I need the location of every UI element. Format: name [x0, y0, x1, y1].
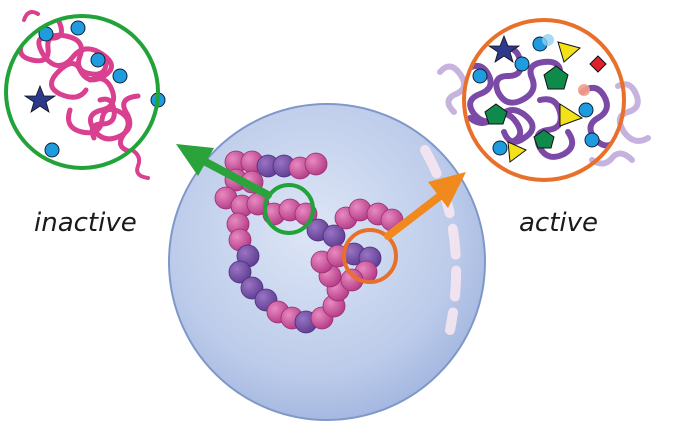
active-inset	[437, 18, 651, 182]
triangle-icon	[507, 141, 527, 163]
dot-icon	[542, 34, 554, 46]
dot-icon	[578, 102, 594, 118]
dot-icon	[44, 142, 60, 158]
orange-arrow	[384, 172, 466, 240]
diamond-icon	[589, 55, 607, 73]
active-label: active	[519, 208, 599, 238]
nucleosome-bead	[304, 152, 328, 176]
dot-icon	[70, 20, 86, 36]
inactive-region-ring	[263, 183, 315, 235]
inactive-inset	[4, 10, 166, 180]
green-arrow	[176, 144, 272, 199]
dot-icon	[584, 132, 600, 148]
dot-icon	[492, 140, 508, 156]
pentagon-icon	[484, 103, 508, 125]
pentagon-icon	[533, 129, 555, 149]
nucleosome-bead	[228, 260, 252, 284]
pentagon-icon	[543, 65, 569, 90]
active-region-ring	[342, 228, 398, 284]
dot-icon	[578, 84, 590, 96]
dot-icon	[112, 68, 128, 84]
star-icon	[23, 84, 57, 113]
dot-icon	[90, 52, 106, 68]
dot-icon	[514, 56, 530, 72]
dot-icon	[472, 68, 488, 84]
star-icon	[487, 34, 521, 63]
inactive-label: inactive	[34, 208, 137, 238]
triangle-icon	[559, 103, 584, 127]
triangle-icon	[557, 41, 582, 63]
